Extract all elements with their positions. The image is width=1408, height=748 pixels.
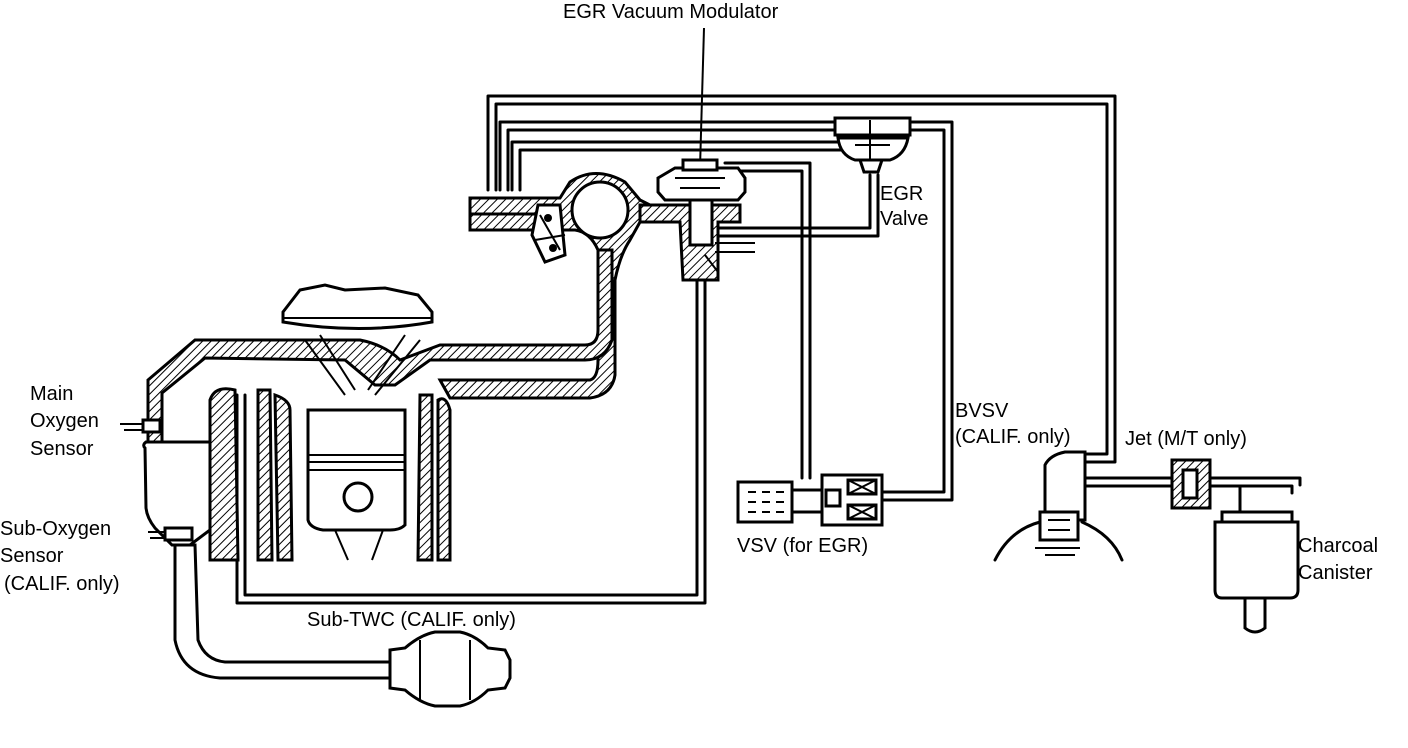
label-sub-oxygen-line2: Sensor [0, 545, 64, 567]
label-vsv: VSV (for EGR) [737, 535, 869, 557]
label-charcoal-line1: Charcoal [1298, 535, 1379, 557]
vsv-valve [736, 473, 884, 527]
label-sub-oxygen-line3: (CALIF. only) [4, 573, 120, 595]
exhaust-manifold [120, 248, 614, 680]
intake-manifold [437, 172, 662, 400]
label-sub-oxygen-line1: Sub-Oxygen [0, 518, 112, 540]
label-sub-twc: Sub-TWC (CALIF. only) [307, 609, 516, 631]
label-bvsv-line2: (CALIF. only) [955, 426, 1071, 448]
charcoal-canister [1213, 510, 1300, 634]
label-charcoal-line2: Canister [1298, 562, 1373, 584]
label-main-oxygen-line3: Sensor [30, 438, 94, 460]
label-main-oxygen-line2: Oxygen [30, 410, 99, 432]
label-egr-vacuum-modulator: EGR Vacuum Modulator [563, 1, 779, 23]
bvsv-valve [993, 450, 1124, 562]
label-main-oxygen-line1: Main [30, 383, 74, 405]
label-jet: Jet (M/T only) [1125, 428, 1247, 450]
jet-restrictor [1170, 458, 1212, 510]
egr-vacuum-modulator [638, 27, 755, 282]
label-egr-valve-line1: EGR [880, 183, 924, 205]
sub-twc-converter [388, 630, 512, 708]
engine-block [208, 283, 452, 562]
label-bvsv-line1: BVSV [955, 400, 1009, 422]
label-egr-valve-line2: Valve [880, 208, 929, 230]
egr-valve [833, 116, 912, 174]
